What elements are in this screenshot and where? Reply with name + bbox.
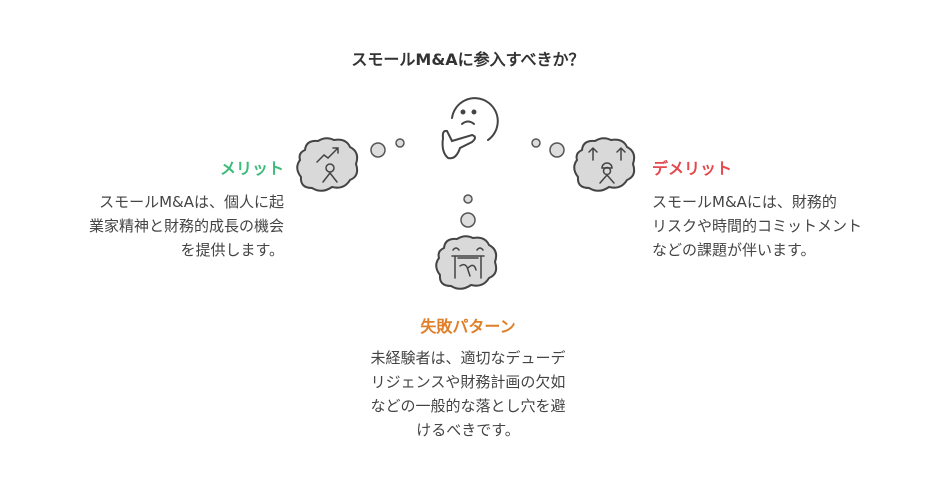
risk-worker-icon: [588, 146, 626, 184]
diagram-title: スモールM&Aに参入すべきか？: [351, 50, 585, 69]
thought-bubbles: [370, 138, 565, 228]
thinking-face-icon: [441, 97, 499, 160]
growth-person-icon: [316, 147, 339, 183]
failure-cloud: [435, 235, 498, 290]
merit-description: スモールM&Aは、個人に起 業家精神と財務的成長の機会 を提供します。: [88, 193, 284, 259]
failure-description: 未経験者は、適切なデューデ リジェンスや財務計画の欠如 などの一般的な落とし穴を…: [370, 349, 566, 439]
demerit-heading: デメリット: [652, 159, 733, 178]
failure-heading: 失敗パターン: [420, 317, 516, 336]
demerit-description: スモールM&Aには、財務的 リスクや時間的コミットメント などの課題が伴います。: [652, 193, 863, 259]
failure-pit-icon: [451, 247, 485, 279]
merit-heading: メリット: [219, 159, 284, 178]
